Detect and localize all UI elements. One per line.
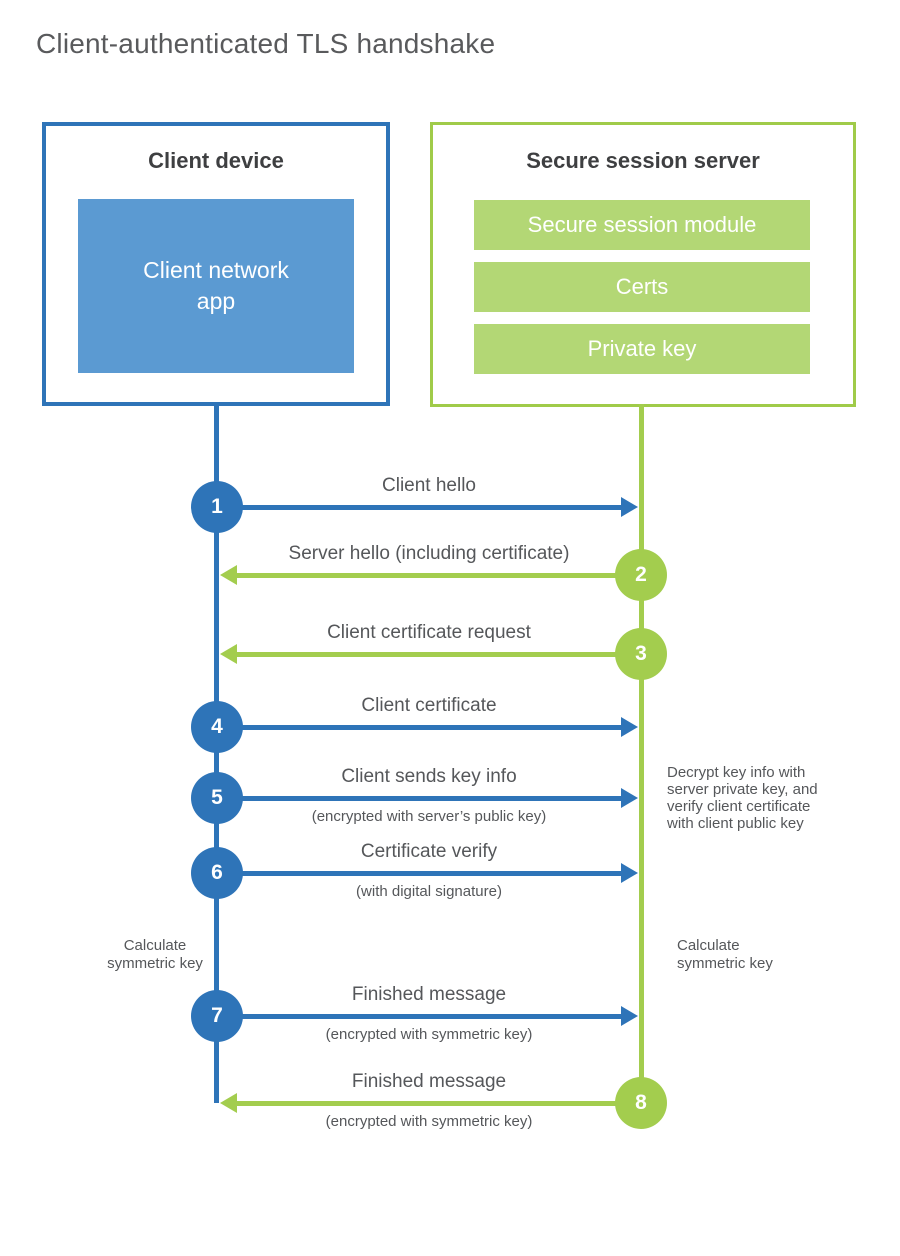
message-label: Certificate verify: [360, 841, 498, 862]
message-sublabel: (with digital signature): [356, 883, 502, 900]
message-label: Client hello: [382, 475, 476, 496]
calculate-symmetric-key-server-note: Calculate symmetric key: [677, 937, 773, 972]
server-module-certs: Certs: [474, 262, 810, 312]
arrow-shaft: [217, 871, 621, 876]
step-8-badge: 8: [615, 1077, 667, 1129]
message-sublabel: (encrypted with symmetric key): [325, 1026, 533, 1043]
step-7-badge: 7: [191, 990, 243, 1042]
step-4-badge: 4: [191, 701, 243, 753]
arrow-right-icon: [621, 497, 638, 517]
calculate-symmetric-key-client-note: Calculate symmetric key: [107, 937, 203, 972]
message-label: Client certificate: [361, 695, 497, 716]
arrow-right-icon: [621, 717, 638, 737]
arrow-shaft: [217, 725, 621, 730]
step-6-badge: 6: [191, 847, 243, 899]
message-sublabel: (encrypted with server’s public key): [311, 808, 547, 825]
message-sublabel: (encrypted with symmetric key): [325, 1113, 533, 1130]
step-2-badge: 2: [615, 549, 667, 601]
step-5-badge: 5: [191, 772, 243, 824]
step-3-badge: 3: [615, 628, 667, 680]
arrow-right-icon: [621, 863, 638, 883]
arrow-shaft: [217, 1014, 621, 1019]
message-label: Server hello (including certificate): [288, 543, 570, 564]
server-module-secure-session-module: Secure session module: [474, 200, 810, 250]
message-label: Finished message: [351, 1071, 507, 1092]
arrow-shaft: [237, 652, 641, 657]
arrow-right-icon: [621, 1006, 638, 1026]
arrow-left-icon: [220, 1093, 237, 1113]
client-lifeline: [214, 406, 219, 1103]
arrow-right-icon: [621, 788, 638, 808]
arrow-shaft: [217, 505, 621, 510]
step-1-badge: 1: [191, 481, 243, 533]
arrow-left-icon: [220, 644, 237, 664]
arrow-shaft: [217, 796, 621, 801]
client-device-heading: Client device: [148, 148, 284, 173]
server-lifeline: [639, 404, 644, 1110]
page-title: Client-authenticated TLS handshake: [36, 28, 496, 59]
server-module-private-key: Private key: [474, 324, 810, 374]
secure-session-server-heading: Secure session server: [526, 148, 760, 173]
arrow-left-icon: [220, 565, 237, 585]
client-network-app-box: Client network app: [78, 199, 354, 373]
arrow-shaft: [237, 573, 641, 578]
message-label: Client sends key info: [341, 766, 517, 787]
message-label: Client certificate request: [327, 622, 531, 643]
arrow-shaft: [237, 1101, 641, 1106]
message-label: Finished message: [351, 984, 507, 1005]
decrypt-key-info-note: Decrypt key info with server private key…: [667, 764, 818, 832]
